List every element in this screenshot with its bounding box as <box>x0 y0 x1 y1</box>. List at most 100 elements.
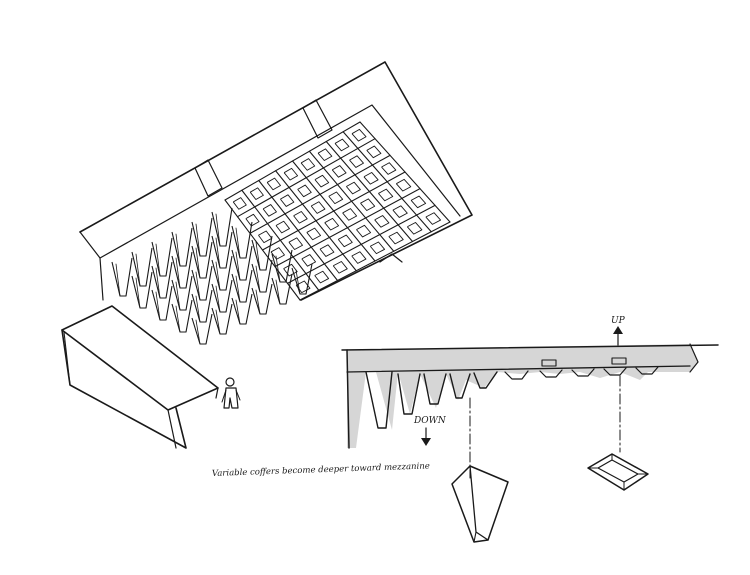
deep-coffer <box>131 247 153 287</box>
deep-coffer <box>171 275 193 311</box>
slab-left-edge <box>79 231 104 301</box>
deep-coffer-edge <box>215 213 221 247</box>
deep-coffer-edge <box>175 233 181 267</box>
deep-coffer-edge <box>235 227 241 259</box>
deep-coffer <box>171 251 193 289</box>
coffer-cell <box>378 188 394 202</box>
deep-coffer <box>211 279 233 313</box>
deep-coffer-edge <box>135 253 141 287</box>
coffer-cell <box>349 155 364 168</box>
grid-line <box>261 171 406 251</box>
coffer-cell <box>369 241 386 255</box>
deep-coffer <box>131 271 153 309</box>
down-label: DOWN <box>413 416 447 426</box>
grid-line <box>299 221 451 301</box>
coffer-cell <box>342 208 358 221</box>
up-label: UP <box>611 316 626 326</box>
coffer-cell <box>270 247 285 260</box>
deep-coffer-edge <box>175 305 181 333</box>
deep-coffer <box>231 245 253 281</box>
deep-coffer-field <box>111 207 313 345</box>
deep-coffer <box>191 217 213 257</box>
section-grey-wash <box>347 344 698 448</box>
deep-coffer <box>211 255 233 291</box>
deep-coffer <box>151 285 173 321</box>
coffer-cell <box>395 178 412 192</box>
coffer-cell <box>314 174 330 188</box>
deep-coffer-edge <box>195 319 201 345</box>
deep-coffer-edge <box>235 251 241 281</box>
coffer-grid <box>224 121 451 301</box>
grid-line <box>236 138 376 218</box>
coffer-cell <box>425 212 442 225</box>
deep-coffer <box>211 207 233 247</box>
deep-coffer <box>191 289 213 323</box>
deep-coffer-edge <box>275 279 281 305</box>
deep-coffer <box>211 231 233 269</box>
ceiling-section-sketch: UP DOWN <box>341 316 719 543</box>
deep-coffer-edge <box>215 285 221 313</box>
deep-coffer <box>151 261 173 299</box>
coffer-cell <box>232 197 247 210</box>
coffer-cell <box>337 234 353 248</box>
section-underside-line <box>346 365 691 373</box>
deep-coffer <box>231 269 253 303</box>
coffer-cell <box>388 231 404 245</box>
deep-coffer <box>251 283 273 315</box>
coffer-cell <box>295 280 311 294</box>
coffer-cell <box>366 145 382 159</box>
deep-coffer <box>271 249 293 283</box>
perspective-ceiling-sketch <box>61 61 473 449</box>
deep-coffer <box>231 293 253 325</box>
coffer-cell <box>334 138 350 152</box>
coffer-cell <box>410 195 427 209</box>
deep-coffer-edge <box>295 269 301 295</box>
coffer-cell <box>249 187 264 200</box>
deep-coffer <box>191 241 213 279</box>
grid-line <box>286 204 436 284</box>
deep-coffer-edge <box>235 275 241 303</box>
coffer-cell <box>324 217 340 231</box>
slab-inner-edge <box>99 104 461 259</box>
deep-coffer-edge <box>255 289 261 315</box>
shallow-coffer-detail <box>587 453 649 491</box>
deep-coffer-edge <box>175 281 181 311</box>
deep-coffer <box>211 303 233 335</box>
coffer-cell <box>280 194 295 207</box>
down-arrow-icon <box>421 427 431 446</box>
coffer-cell <box>275 220 290 234</box>
coffer-cell <box>351 128 367 142</box>
deep-coffer-edge <box>255 241 261 271</box>
mezzanine-block <box>61 305 219 449</box>
coffer-cell <box>301 254 317 267</box>
human-figure <box>221 377 241 409</box>
coffer-cell <box>346 181 361 195</box>
coffer-cell <box>374 215 390 228</box>
section-right-end <box>689 343 699 373</box>
deep-coffer-edge <box>155 243 161 277</box>
deep-coffer-edge <box>195 223 201 257</box>
deep-coffer <box>291 263 313 295</box>
coffer-cell <box>406 222 423 235</box>
deep-coffer <box>251 259 273 293</box>
section-deep-coffers <box>365 371 498 429</box>
coffer-cell <box>262 204 277 217</box>
deep-coffer-edge <box>255 265 261 293</box>
coffer-cell <box>332 261 348 274</box>
caption-text: Variable coffers become deeper toward me… <box>212 461 430 479</box>
deep-coffer-detail <box>451 465 509 543</box>
deep-coffer-edge <box>135 277 141 309</box>
deep-coffer <box>191 265 213 301</box>
section-shallow-coffers <box>504 357 659 380</box>
deep-coffer-edge <box>215 309 221 335</box>
coffer-cell <box>293 211 308 224</box>
coffer-cell <box>392 205 408 218</box>
coffer-cell <box>258 230 273 244</box>
beam-blocks <box>194 99 403 263</box>
section-top-line <box>341 344 719 351</box>
coffer-cell <box>283 167 299 181</box>
deep-coffer <box>171 227 193 267</box>
deep-coffer-edge <box>195 247 201 279</box>
deep-coffer-edge <box>175 257 181 289</box>
